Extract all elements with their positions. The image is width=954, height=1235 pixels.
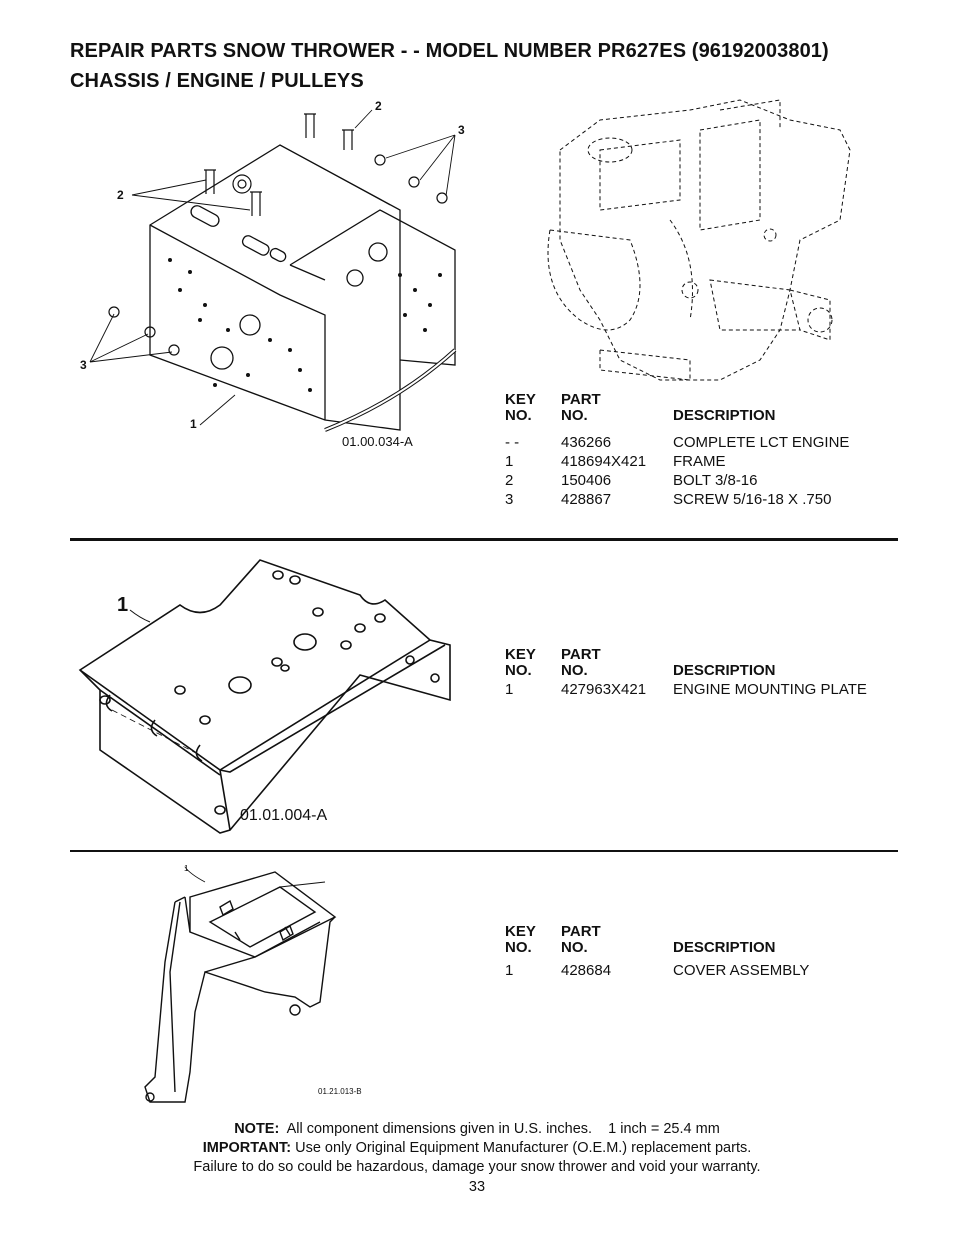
callout-1: 1 [184,864,189,873]
important-label: IMPORTANT: [202,1140,292,1156]
part-no: 436266 [561,434,612,451]
note-text: All component dimensions given in U.S. i… [279,1121,720,1137]
important-text: Use only Original Equipment Manufacturer… [291,1140,752,1156]
footer-note: NOTE: All component dimensions given in … [0,1120,954,1139]
figure-code: 01.21.013-B [318,1087,362,1096]
description: SCREW 5/16-18 X .750 [673,491,832,508]
note-label: NOTE: [234,1121,280,1137]
col-key-l1: KEY [505,391,536,408]
col-key-l2: NO. [505,939,532,956]
key-no: 1 [505,681,514,698]
figure-code: 01.01.004-A [240,807,328,824]
footer-warning: Failure to do so could be hazardous, dam… [193,1159,761,1175]
description: FRAME [673,453,726,470]
chassis-frame-diagram [70,100,470,460]
part-no: 150406 [561,472,612,489]
col-part-l1: PART [561,646,601,663]
col-desc: DESCRIPTION [673,407,776,424]
col-part-l1: PART [561,923,601,940]
footer-important: IMPORTANT: Use only Original Equipment M… [0,1139,954,1158]
figure-code: 01.00.034-A [342,434,413,449]
table-row: 2 150406 BOLT 3/8-16 [505,471,895,490]
callout-2: 2 [375,99,382,113]
description: COVER ASSEMBLY [673,962,810,979]
table-row: 3 428867 SCREW 5/16-18 X .750 [505,490,895,509]
col-desc: DESCRIPTION [673,939,776,956]
parts-table-1: KEY NO. PART NO. DESCRIPTION - - 436266 … [505,391,895,509]
cover-assembly-diagram [135,862,375,1112]
col-part-l1: PART [561,391,601,408]
key-no: 2 [505,472,514,489]
description: BOLT 3/8-16 [673,472,758,489]
table-row: 1 418694X421 FRAME [505,452,895,471]
callout-1: 1 [190,417,197,431]
part-no: 427963X421 [561,681,647,698]
table-row: - - 436266 COMPLETE LCT ENGINE [505,433,895,452]
parts-table-2: KEY NO. PART NO. DESCRIPTION 1 427963X42… [505,646,895,699]
description: ENGINE MOUNTING PLATE [673,681,867,698]
engine-diagram [540,90,860,390]
key-no: 1 [505,962,514,979]
section-title: CHASSIS / ENGINE / PULLEYS [70,70,364,92]
col-desc: DESCRIPTION [673,662,776,679]
callout-2: 2 [117,188,124,202]
col-part-l2: NO. [561,662,588,679]
callout-3: 3 [458,123,465,137]
callout-3: 3 [80,358,87,372]
part-no: 428867 [561,491,612,508]
page-title: REPAIR PARTS SNOW THROWER - - MODEL NUMB… [70,40,829,62]
col-key-l1: KEY [505,646,536,663]
col-part-l2: NO. [561,939,588,956]
col-key-l2: NO. [505,407,532,424]
part-no: 418694X421 [561,453,647,470]
col-part-l2: NO. [561,407,588,424]
page-number: 33 [468,1179,486,1195]
key-no: 3 [505,491,514,508]
engine-mounting-plate-diagram [70,550,470,840]
table-row: 1 427963X421 ENGINE MOUNTING PLATE [505,680,895,699]
parts-table-3: KEY NO. PART NO. DESCRIPTION 1 428684 CO… [505,923,895,980]
col-key-l2: NO. [505,662,532,679]
callout-1: 1 [117,594,129,616]
col-key-l1: KEY [505,923,536,940]
key-no: - - [505,434,520,451]
section-divider [70,850,898,852]
section-divider [70,538,898,541]
part-no: 428684 [561,962,612,979]
description: COMPLETE LCT ENGINE [673,434,850,451]
table-row: 1 428684 COVER ASSEMBLY [505,961,895,980]
key-no: 1 [505,453,514,470]
